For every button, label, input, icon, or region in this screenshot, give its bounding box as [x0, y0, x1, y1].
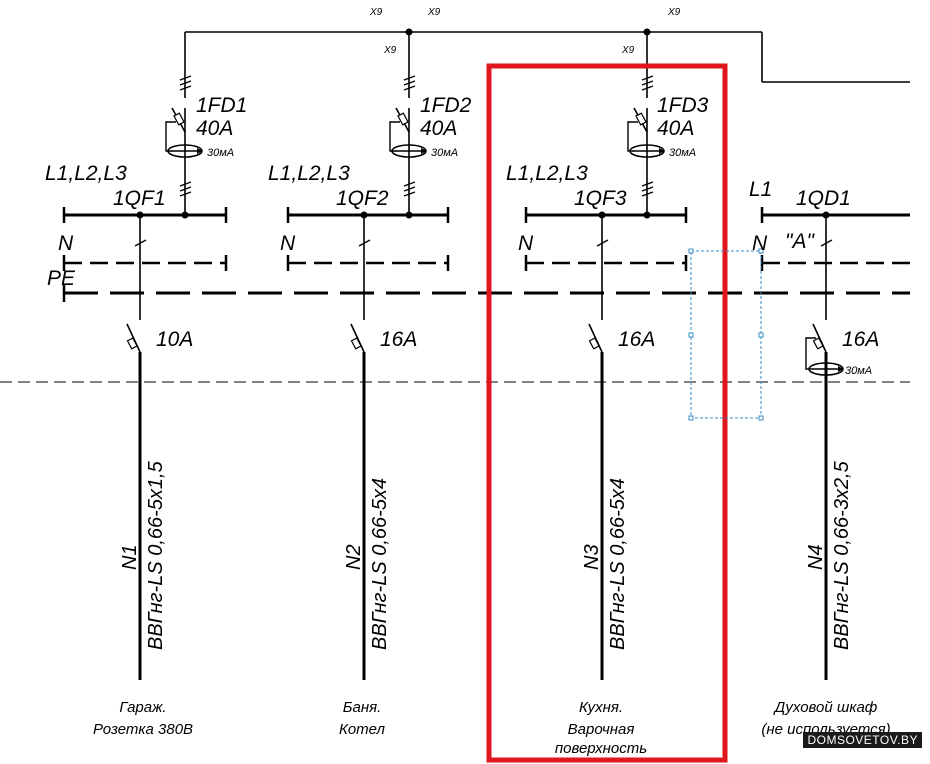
breaker-3-rating: 16A	[618, 328, 655, 351]
group-3-highlight-frame[interactable]	[486, 63, 728, 763]
load-4-line-1: Духовой шкаф	[773, 699, 878, 716]
cable-4-spec: ВВГнг-LS 0,66-3x2,5	[831, 460, 853, 650]
feeder-1	[126, 211, 147, 680]
x9-label: X9	[383, 45, 397, 56]
rcd-1-rating: 40A	[196, 117, 233, 140]
breaker-3-name: 1QF3	[574, 187, 627, 210]
phase-label-3: L1,L2,L3	[506, 162, 588, 185]
breaker-4-name: 1QD1	[796, 187, 851, 210]
load-3-line-2: Варочная	[568, 721, 635, 738]
selection-handle[interactable]	[688, 415, 694, 421]
line-1-number: N1	[119, 544, 141, 570]
load-2-line-1: Баня.	[343, 699, 382, 716]
selection-handle[interactable]	[688, 332, 694, 338]
watermark: DOMSOVETOV.BY	[803, 732, 922, 748]
neutral-label: N	[280, 232, 296, 255]
breaker-4-rating: 16A	[842, 328, 879, 351]
feeder-2	[350, 211, 371, 680]
cable-2-spec: ВВГнг-LS 0,66-5x4	[369, 478, 391, 650]
pe-label: PE	[47, 267, 76, 290]
selection-handle[interactable]	[758, 332, 764, 338]
phase-label-4: L1	[749, 178, 772, 201]
rcd-group-1	[165, 32, 204, 219]
feeder-4	[805, 211, 845, 680]
x9-label: X9	[427, 7, 441, 18]
line-3-number: N3	[581, 544, 603, 570]
feeder-3	[588, 211, 609, 680]
rcd-3-rating: 40A	[657, 117, 694, 140]
busbars	[0, 207, 910, 383]
feeder-bus	[185, 28, 910, 83]
selection-handle[interactable]	[758, 415, 764, 421]
cable-1-spec: ВВГнг-LS 0,66-5x1,5	[145, 460, 167, 650]
selection-box[interactable]	[688, 248, 764, 421]
x9-label: X9	[667, 7, 681, 18]
x9-labels: X9 X9 X9 X9 X9	[369, 7, 681, 56]
breaker-2-rating: 16A	[380, 328, 417, 351]
load-1-line-1: Гараж.	[119, 699, 166, 716]
load-1-line-2: Розетка 380В	[93, 721, 193, 738]
load-3-line-3: поверхность	[555, 740, 647, 757]
line-2-number: N2	[343, 544, 365, 570]
breaker-4-marker: "A"	[785, 230, 815, 253]
line-4-number: N4	[805, 544, 827, 570]
breaker-1-name: 1QF1	[113, 187, 166, 210]
rcd-1-sensitivity: 30мА	[207, 147, 234, 159]
rcd-3-name: 1FD3	[657, 94, 709, 117]
rcd-2-sensitivity: 30мА	[431, 147, 458, 159]
rcd-3-sensitivity: 30мА	[669, 147, 696, 159]
rcd-labels: 1FD1 40A 30мА 1FD2 40A 30мА 1FD3 40A 30м…	[196, 94, 709, 159]
load-2-line-2: Котел	[339, 721, 386, 738]
rcd-group-2	[389, 32, 428, 219]
x9-label: X9	[369, 7, 383, 18]
neutral-label: N	[752, 232, 768, 255]
selection-handle[interactable]	[688, 248, 694, 254]
bus-labels: L1,L2,L3 L1,L2,L3 L1,L2,L3 L1 1QF1 1QF2 …	[45, 162, 851, 290]
breaker-1-rating: 10A	[156, 328, 193, 351]
rcd-2-name: 1FD2	[420, 94, 472, 117]
x9-label: X9	[621, 45, 635, 56]
neutral-label: N	[518, 232, 534, 255]
load-3-line-1: Кухня.	[579, 699, 623, 716]
cable-3-spec: ВВГнг-LS 0,66-5x4	[607, 478, 629, 650]
breaker-ratings: 10A 16A 16A 16A 30мА	[156, 328, 879, 377]
breaker-4-sensitivity: 30мА	[845, 365, 872, 377]
cable-labels: N1 ВВГнг-LS 0,66-5x1,5 N2 ВВГнг-LS 0,66-…	[119, 460, 853, 650]
neutral-label: N	[58, 232, 74, 255]
breaker-2-name: 1QF2	[336, 187, 389, 210]
load-descriptions: Гараж. Розетка 380В Баня. Котел Кухня. В…	[93, 699, 891, 757]
rcd-1-name: 1FD1	[196, 94, 247, 117]
selection-handle[interactable]	[758, 248, 764, 254]
rcd-2-rating: 40A	[420, 117, 457, 140]
phase-label-1: L1,L2,L3	[45, 162, 127, 185]
phase-label-2: L1,L2,L3	[268, 162, 350, 185]
rcd-group-3	[627, 32, 666, 219]
